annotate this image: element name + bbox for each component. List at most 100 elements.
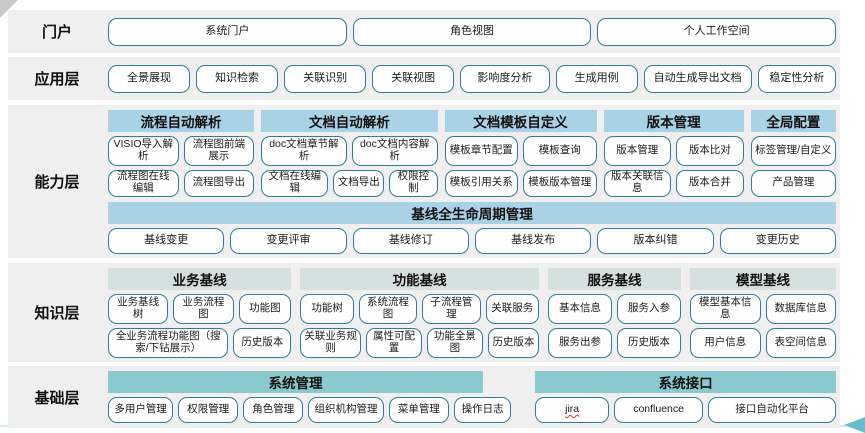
group-header: 全局配置 [750,109,836,132]
module-button[interactable]: confluence [614,397,704,423]
module-button[interactable]: 服务出参 [548,327,612,358]
module-button[interactable]: 关联服务 [485,293,540,324]
module-button[interactable]: 变更评审 [230,227,347,254]
module-button[interactable]: 模板章节配置 [444,135,519,166]
module-button[interactable]: 多用户管理 [108,397,174,423]
module-button[interactable]: 基线发布 [474,227,592,254]
module-button[interactable]: jira [535,397,609,423]
group-header: 版本管理 [603,109,744,132]
module-button[interactable]: 流程图导出 [183,169,255,197]
layer-label: 知识层 [34,305,80,322]
module-button[interactable]: 角色视图 [352,17,592,46]
capability-group-template: 文档模板自定义 模板章节配置 模板查询 模板引用关系 模板版本管理 [444,109,597,197]
module-button[interactable]: 业务流程图 [173,293,234,324]
left-arrow-icon [844,417,865,433]
module-button[interactable]: 基线变更 [108,227,225,254]
knowledge-group-service-baseline: 服务基线 基本信息 服务入参 服务出参 历史版本 [548,267,681,358]
module-button[interactable]: 影响度分析 [460,64,550,93]
group-header: 模型基线 [689,267,837,290]
module-button[interactable]: 系统门户 [108,17,347,46]
module-button[interactable]: 属性可配置 [366,327,422,358]
module-button[interactable]: 系统流程图 [358,293,418,324]
module-button[interactable]: doc文档章节解析 [261,135,347,166]
module-button[interactable]: doc文档内容解析 [351,135,438,166]
knowledge-group-model-baseline: 模型基线 模型基本信息 数据库信息 用户信息 表空间信息 [689,267,837,358]
module-button[interactable]: 流程图在线编辑 [108,169,179,197]
knowledge-group-business-baseline: 业务基线 业务基线树 业务流程图 功能图 全业务流程功能图（搜索/下钻展示） 历… [108,267,292,358]
group-header: 业务基线 [108,267,292,290]
layer-label: 能力层 [34,174,80,191]
group-header: 文档自动解析 [261,109,438,132]
module-button[interactable]: 全景展现 [108,64,191,93]
module-button[interactable]: 版本关联信息 [603,169,672,197]
module-button[interactable]: 菜单管理 [388,397,449,423]
module-button[interactable]: 版本纠错 [597,227,714,254]
module-button[interactable]: 产品管理 [750,169,836,197]
module-button[interactable]: 版本比对 [676,135,744,166]
group-header: 系统接口 [535,371,836,393]
knowledge-group-function-baseline: 功能基线 功能树 系统流程图 子流程管理 关联服务 关联业务规则 属性可配置 功… [300,267,540,358]
module-button[interactable]: 功能全景图 [426,327,483,358]
module-button[interactable]: 历史版本 [487,327,540,358]
layer-band-base: 基础层 系统管理 多用户管理 权限管理 角色管理 组织机构管理 菜单管理 操作日… [8,366,840,428]
group-header: 服务基线 [548,267,681,290]
module-button[interactable]: 流程图前端展示 [183,135,255,166]
module-button[interactable]: 稳定性分析 [757,64,836,93]
module-button[interactable]: 模板查询 [523,135,597,166]
jira-label: jira [565,403,580,416]
module-button[interactable]: 基本信息 [548,293,612,324]
module-button[interactable]: 组织机构管理 [308,397,384,423]
module-button[interactable]: 文档在线编辑 [261,169,329,197]
module-button[interactable]: 历史版本 [233,327,292,358]
layer-band-capability: 能力层 流程自动解析 VISIO导入解析 流程图前端展示 流程图在线编辑 流程图… [8,105,840,258]
capability-group-doc-parse: 文档自动解析 doc文档章节解析 doc文档内容解析 文档在线编辑 文档导出 权… [261,109,438,197]
module-button[interactable]: 子流程管理 [422,293,481,324]
module-button[interactable]: 关联业务规则 [300,327,362,358]
module-button[interactable]: 功能树 [300,293,354,324]
module-button[interactable]: 服务入参 [617,293,681,324]
module-button[interactable]: 权限控制 [389,169,438,197]
module-button[interactable]: 版本合并 [676,169,744,197]
group-header: 系统管理 [108,371,484,393]
module-button[interactable]: VISIO导入解析 [108,135,179,166]
layer-label: 门户 [41,24,72,41]
module-button[interactable]: 标签管理/自定义 [750,135,836,166]
module-button[interactable]: 关联视图 [372,64,455,93]
module-button[interactable]: 个人工作空间 [597,17,837,46]
module-button[interactable]: 自动生成导出文档 [643,64,752,93]
module-button[interactable]: 模板引用关系 [444,169,519,197]
module-button[interactable]: 基线修订 [352,227,469,254]
module-button[interactable]: 表空间信息 [765,327,837,358]
base-group-system-interfaces: 系统接口 jira confluence 接口自动化平台 [535,371,836,423]
module-button[interactable]: 知识检索 [196,64,279,93]
layer-label: 基础层 [34,389,80,407]
module-button[interactable]: 操作日志 [453,397,512,423]
module-button[interactable]: 关联识别 [284,64,367,93]
layer-band-portal: 门户 系统门户 角色视图 个人工作空间 [8,10,840,53]
layer-label: 应用层 [34,71,80,88]
module-button[interactable]: 数据库信息 [765,293,837,324]
baseline-lifecycle-header: 基线全生命周期管理 [108,201,836,224]
module-button[interactable]: 功能图 [238,293,292,324]
base-group-system-management: 系统管理 多用户管理 权限管理 角色管理 组织机构管理 菜单管理 操作日志 [108,371,512,423]
module-button[interactable]: 文档导出 [333,169,385,197]
module-button[interactable]: 权限管理 [178,397,239,423]
module-button[interactable]: 模板版本管理 [523,169,597,197]
group-header: 功能基线 [300,267,540,290]
module-button[interactable]: 全业务流程功能图（搜索/下钻展示） [108,327,229,358]
module-button[interactable]: 接口自动化平台 [708,397,836,423]
module-button[interactable]: 用户信息 [689,327,761,358]
capability-group-global-config: 全局配置 标签管理/自定义 产品管理 [750,109,836,197]
layer-band-application: 应用层 全景展现 知识检索 关联识别 关联视图 影响度分析 生成用例 自动生成导… [8,57,840,100]
module-button[interactable]: 生成用例 [555,64,638,93]
group-header: 文档模板自定义 [444,109,597,132]
capability-group-process-parse: 流程自动解析 VISIO导入解析 流程图前端展示 流程图在线编辑 流程图导出 [108,109,255,197]
capability-group-version: 版本管理 版本管理 版本比对 版本关联信息 版本合并 [603,109,744,197]
module-button[interactable]: 变更历史 [719,227,836,254]
module-button[interactable]: 版本管理 [603,135,672,166]
module-button[interactable]: 模型基本信息 [689,293,761,324]
layer-band-knowledge: 知识层 业务基线 业务基线树 业务流程图 功能图 全业务流程功能图（搜索/下钻展… [8,263,840,362]
module-button[interactable]: 角色管理 [243,397,304,423]
module-button[interactable]: 业务基线树 [108,293,169,324]
module-button[interactable]: 历史版本 [617,327,681,358]
